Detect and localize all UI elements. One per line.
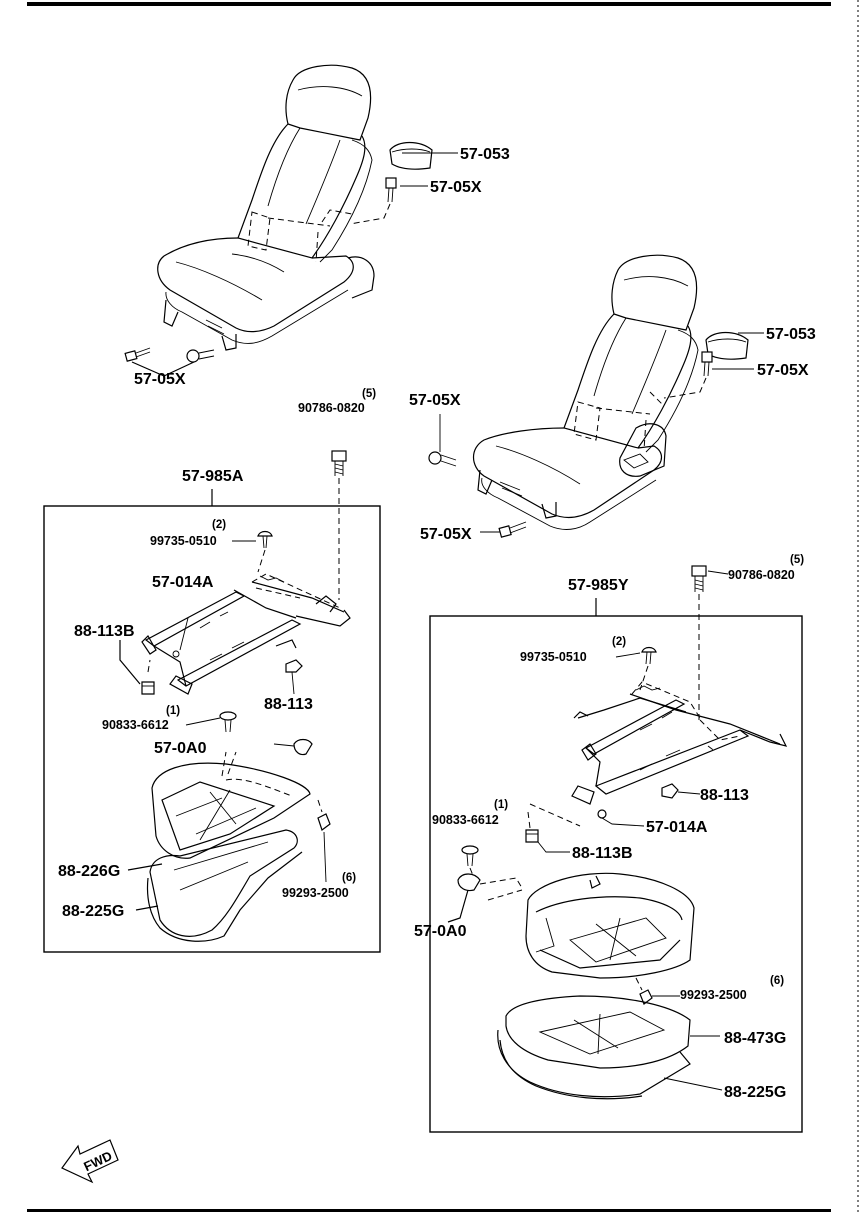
- bolt-90786-left: [331, 450, 347, 476]
- nut-88-113b-right: [525, 829, 539, 843]
- label-88-113b-left: 88-113B: [74, 623, 135, 640]
- label-57-05x-right-seat-left: 57-05X: [409, 392, 461, 409]
- label-88-473g-right: 88-473G: [724, 1030, 786, 1047]
- qty-99735-left: (2): [212, 519, 226, 531]
- cushion-pan-upper-right: [525, 872, 695, 979]
- cushion-pad-88-225g-right: [497, 1029, 691, 1100]
- seat-frame-right: [571, 681, 788, 805]
- label-90786-left: 90786-0820: [298, 401, 365, 415]
- bracket-57-0a0-right: [457, 873, 481, 892]
- armrest-cap-right: [705, 331, 749, 360]
- nut-88-113-left: [285, 659, 303, 673]
- cushion-pan-88-226g-left: [151, 751, 311, 859]
- bolt-right-seat-bottom: [498, 521, 527, 538]
- qty-90833-left: (1): [166, 705, 180, 717]
- seat-frame-left: [141, 573, 351, 695]
- bolt-right-seat-left: [428, 451, 457, 467]
- label-57-053-upper: 57-053: [460, 146, 510, 163]
- label-90786-right: 90786-0820: [728, 568, 795, 582]
- label-88-226g-left: 88-226G: [58, 863, 120, 880]
- qty-90786-left: (5): [362, 388, 376, 400]
- rivet-99735-left: [257, 530, 273, 549]
- top-rule: [27, 2, 831, 6]
- label-88-113-right: 88-113: [700, 787, 749, 804]
- label-57-0a0-right: 57-0A0: [414, 923, 467, 940]
- bushing-57-014a-right: [597, 809, 607, 819]
- qty-99293-right: (6): [770, 975, 784, 987]
- bolt-upper-left-b: [186, 349, 215, 363]
- label-57-985a: 57-985A: [182, 468, 244, 485]
- seat-illustration-right: [428, 254, 749, 538]
- fwd-arrow-icon: FWD: [61, 1139, 119, 1184]
- label-88-113-left: 88-113: [264, 696, 313, 713]
- label-57-053-right: 57-053: [766, 326, 816, 343]
- bolt-90786-right: [691, 565, 707, 592]
- label-57-014a-left: 57-014A: [152, 574, 214, 591]
- screw-90833-right: [461, 845, 479, 867]
- clip-99293-left: [317, 813, 331, 831]
- label-99735-left: 99735-0510: [150, 534, 217, 548]
- qty-99735-right: (2): [612, 636, 626, 648]
- fwd-label: FWD: [81, 1148, 114, 1174]
- label-57-985y: 57-985Y: [568, 577, 629, 594]
- screw-90833-left: [219, 711, 237, 733]
- label-99293-right: 99293-2500: [680, 988, 747, 1002]
- label-88-225g-right: 88-225G: [724, 1084, 786, 1101]
- bolt-upper-right: [385, 177, 397, 203]
- qty-90833-right: (1): [494, 799, 508, 811]
- qty-90786-right: (5): [790, 554, 804, 566]
- armrest-cap-upper: [389, 141, 433, 170]
- nut-88-113b-left: [141, 681, 155, 695]
- label-57-05x-upper-left: 57-05X: [134, 371, 186, 388]
- label-90833-left: 90833-6612: [102, 718, 169, 732]
- clip-99293-right: [639, 989, 653, 1005]
- nut-88-113-right: [661, 783, 679, 799]
- label-57-05x-right-seat-bottom: 57-05X: [420, 526, 472, 543]
- label-88-113b-right: 88-113B: [572, 845, 633, 862]
- qty-99293-left: (6): [342, 872, 356, 884]
- rivet-99735-right: [641, 646, 657, 665]
- label-99735-right: 99735-0510: [520, 650, 587, 664]
- cushion-pad-88-473g-right: [505, 995, 691, 1069]
- label-90833-right: 90833-6612: [432, 813, 499, 827]
- assembly-box-right: [429, 615, 803, 1133]
- label-99293-left: 99293-2500: [282, 886, 349, 900]
- seat-illustration-upper: [124, 64, 433, 378]
- bolt-upper-left-a: [124, 347, 151, 362]
- label-88-225g-left: 88-225G: [62, 903, 124, 920]
- label-57-0a0-left: 57-0A0: [154, 740, 207, 757]
- bracket-57-0a0-left: [273, 738, 313, 756]
- label-57-05x-upper-right: 57-05X: [430, 179, 482, 196]
- cushion-pad-88-225g-left: [146, 829, 303, 942]
- bolt-right-seat-right: [701, 351, 713, 377]
- label-57-05x-right: 57-05X: [757, 362, 809, 379]
- bottom-rule: [27, 1209, 831, 1212]
- label-57-014a-right: 57-014A: [646, 819, 708, 836]
